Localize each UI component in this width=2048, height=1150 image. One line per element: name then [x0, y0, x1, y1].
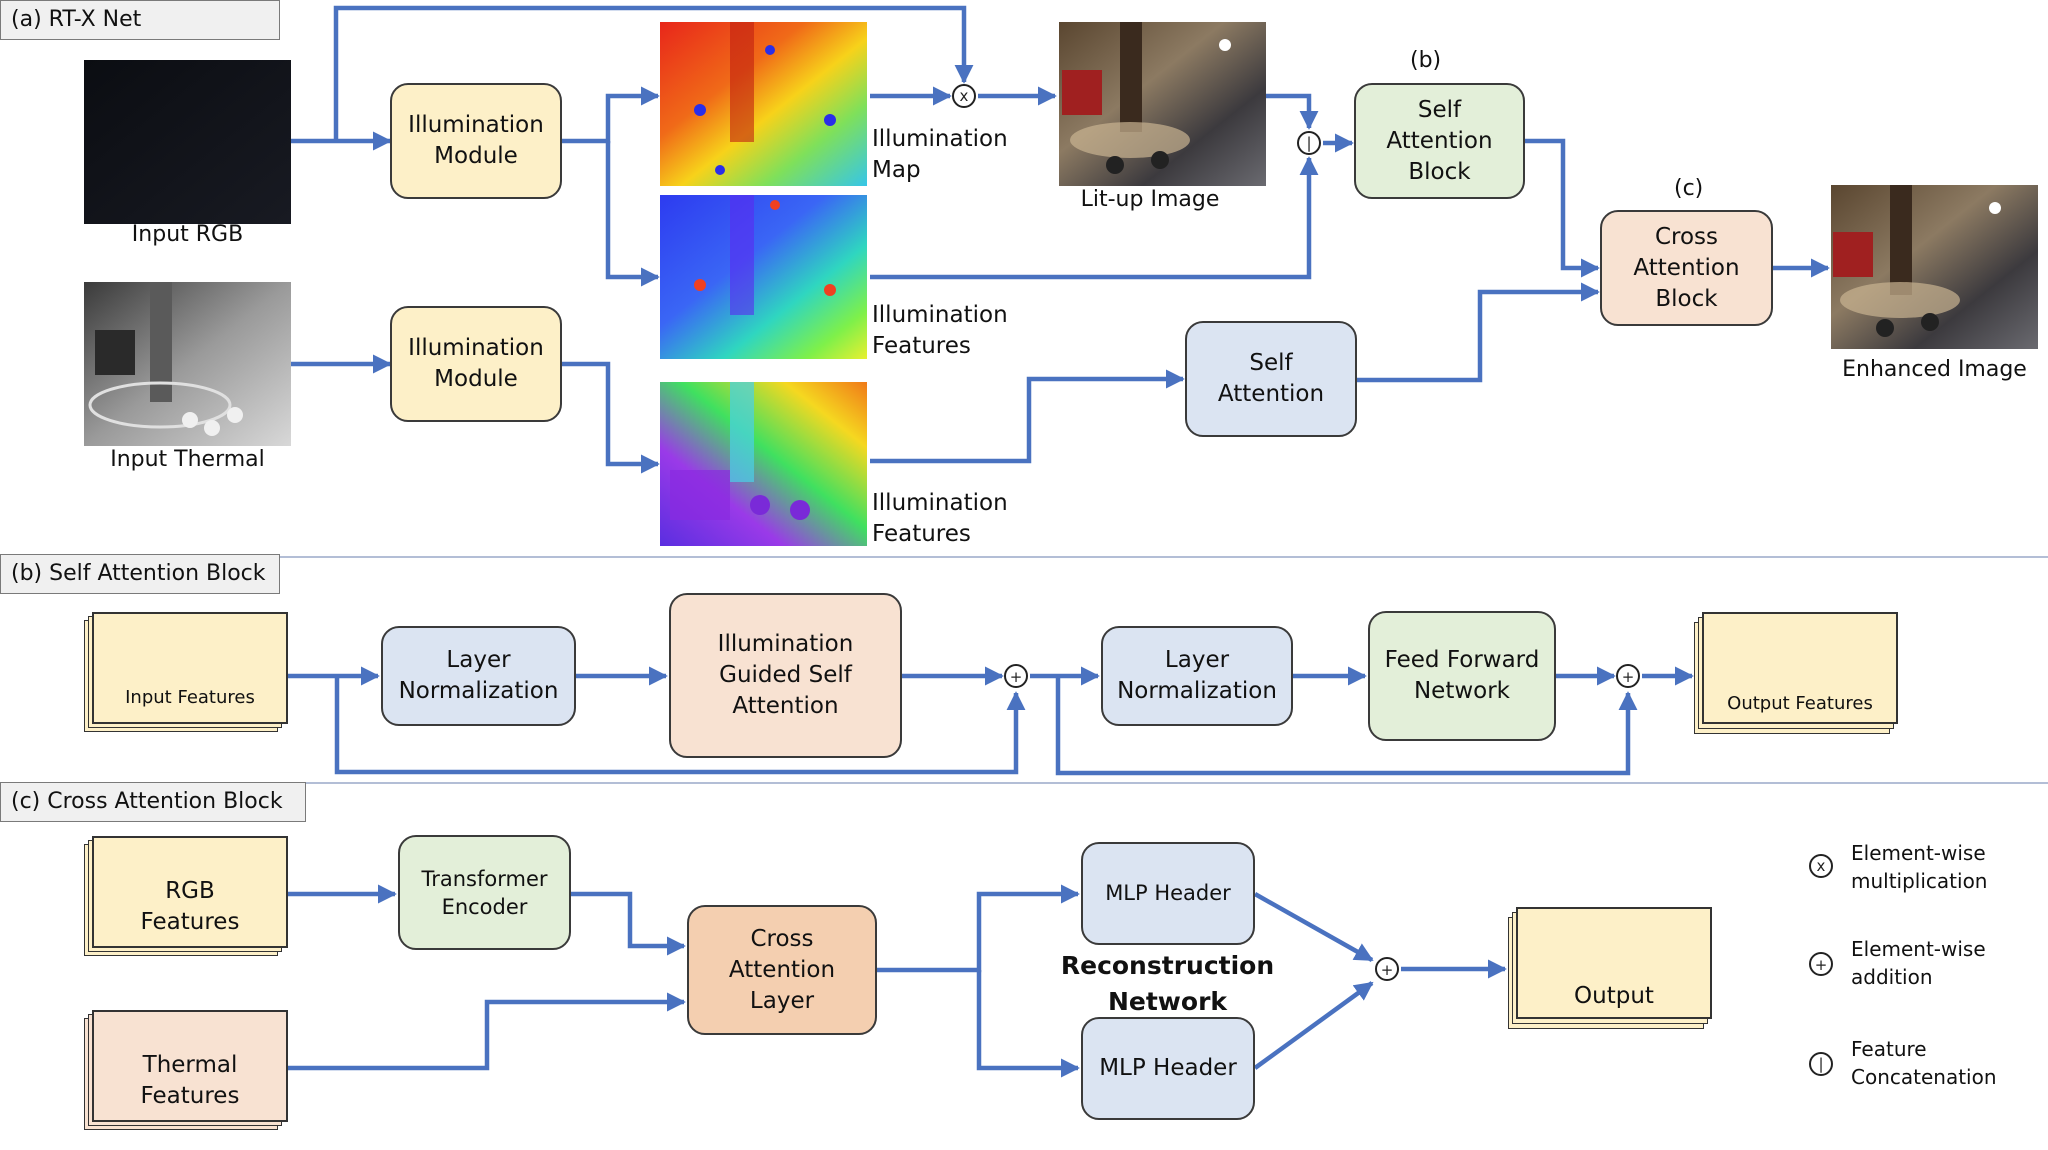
lit-up-image: [1059, 22, 1266, 186]
illumination-module-thermal: Illumination Module: [390, 306, 562, 422]
thermal-illumination-features-image: [660, 382, 867, 546]
add-symbol: +: [1010, 668, 1023, 686]
lit-up-image-label: Lit-up Image: [1080, 187, 1220, 212]
output-features-label: Output Features: [1727, 693, 1873, 714]
illumination-module-rgb: Illumination Module: [390, 83, 562, 199]
layer-normalization-2: Layer Normalization: [1101, 626, 1293, 726]
feed-forward-network: Feed Forward Network: [1368, 611, 1556, 741]
add-operator: [1616, 664, 1640, 688]
self-attention: Self Attention: [1185, 321, 1357, 437]
cross-attention-layer: Cross Attention Layer: [687, 905, 877, 1035]
input-features-label: Input Features: [125, 687, 255, 708]
add-operator: [1004, 664, 1028, 688]
concat-symbol: |: [1306, 134, 1311, 152]
thermal-features-stack: Thermal Features: [84, 1008, 288, 1130]
output-label: Output: [1574, 983, 1654, 1009]
self-attention-block: Self Attention Block: [1354, 83, 1525, 199]
add-operator: [1375, 957, 1399, 981]
illumination-map-image: [660, 22, 867, 186]
input-features-stack: Input Features: [84, 610, 288, 732]
legend-concat-symbol: [1809, 1052, 1833, 1076]
illumination-features-image: [660, 195, 867, 359]
layer-normalization-1: Layer Normalization: [381, 626, 576, 726]
legend-multiply-glyph: x: [1817, 857, 1826, 875]
cross-attention-block: Cross Attention Block: [1600, 210, 1773, 326]
legend-concat-glyph: |: [1818, 1055, 1823, 1073]
illumination-features-label-1: Illumination Features: [872, 302, 1008, 359]
enhanced-image-label: Enhanced Image: [1842, 357, 2027, 382]
reconstruction-network-label: Reconstruction Network: [1060, 951, 1275, 1016]
panel-a-title: (a) RT-X Net: [0, 0, 280, 40]
legend-add-text: Element-wise addition: [1851, 937, 1986, 989]
legend-multiply-symbol: [1809, 854, 1833, 878]
mlp-header-1: MLP Header: [1081, 842, 1255, 945]
add-symbol: +: [1381, 961, 1394, 979]
input-thermal-image: [84, 282, 291, 446]
rgb-features-label: RGB Features: [140, 878, 240, 935]
legend-add-glyph: +: [1815, 956, 1828, 974]
ref-c-label: (c): [1674, 176, 1704, 201]
legend-multiply-text: Element-wise multiplication: [1851, 841, 1988, 893]
output-stack: Output: [1508, 905, 1712, 1029]
illumination-guided-self-attention: Illumination Guided Self Attention: [669, 593, 902, 758]
panel-b-title: (b) Self Attention Block: [0, 554, 280, 594]
thermal-features-label: Thermal Features: [140, 1052, 240, 1109]
mlp-header-2: MLP Header: [1081, 1017, 1255, 1120]
multiply-symbol: x: [960, 87, 969, 105]
enhanced-image: [1831, 185, 2038, 349]
legend-add-symbol: [1809, 952, 1833, 976]
multiply-operator: [952, 84, 976, 108]
panel-c-title: (c) Cross Attention Block: [0, 782, 306, 822]
transformer-encoder: Transformer Encoder: [398, 835, 571, 950]
rgb-features-stack: RGB Features: [84, 834, 288, 956]
ref-b-label: (b): [1410, 48, 1442, 73]
legend-concat-text: Feature Concatenation: [1851, 1037, 1997, 1089]
illumination-features-label-2: Illumination Features: [872, 490, 1008, 547]
input-rgb-label: Input RGB: [131, 222, 244, 247]
input-thermal-label: Input Thermal: [110, 447, 265, 472]
illumination-map-label: Illumination Map: [872, 126, 1008, 183]
input-rgb-image: [84, 60, 291, 224]
concat-operator: [1297, 131, 1321, 155]
output-features-stack: Output Features: [1694, 610, 1898, 734]
add-symbol: +: [1622, 668, 1635, 686]
